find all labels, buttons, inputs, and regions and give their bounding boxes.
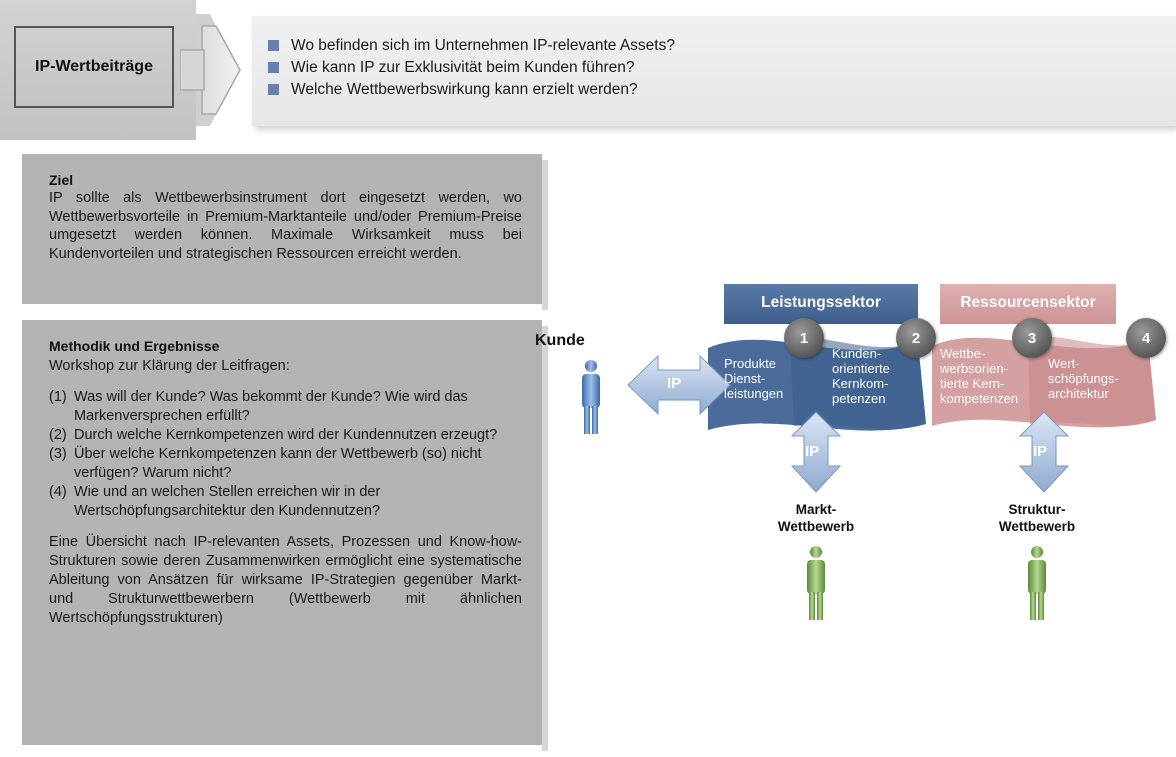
- kunde-person-icon: [582, 360, 600, 434]
- header-question-text: Wie kann IP zur Exklusivität beim Kunden…: [291, 58, 635, 76]
- cell-wertschoepfung: Wert- schöpfungs- architektur: [1048, 356, 1119, 401]
- markt-wettbewerb-label: Markt- Wettbewerb: [777, 502, 855, 534]
- cell-wettbewerbsorientierte: Wettbe- werbsorien- tierte Kern- kompete…: [940, 346, 1019, 406]
- question-text: Durch welche Kernkompetenzen wird der Ku…: [74, 427, 498, 443]
- struktur-wettbewerb-label: Struktur- Wettbewerb: [998, 502, 1076, 534]
- header-questions-list: Wo befinden sich im Unternehmen IP-relev…: [268, 34, 675, 100]
- diagram-shapes: [582, 284, 1156, 620]
- markt-ip-arrow: [790, 411, 842, 493]
- leistungssektor-label: Leistungssektor: [761, 294, 881, 311]
- question-number: (3): [49, 446, 67, 462]
- square-bullet-icon: [268, 83, 279, 95]
- struktur-ip-arrow: [1018, 411, 1070, 493]
- methodik-question-list: (1) Was will der Kunde? Was bekommt der K…: [49, 388, 522, 521]
- ressourcensektor-bar: [940, 284, 1116, 324]
- step-circle-1: 1: [784, 318, 824, 358]
- header-title-box: IP-Wertbeiträge: [0, 0, 196, 140]
- markt-person-icon: [807, 546, 825, 620]
- ressource-flag-shade: [1028, 336, 1156, 426]
- header-question-item: Wie kann IP zur Exklusivität beim Kunden…: [268, 56, 675, 78]
- header-question-text: Wo befinden sich im Unternehmen IP-relev…: [291, 36, 675, 54]
- kunde-ip-arrow: [627, 354, 731, 416]
- header-question-item: Wo befinden sich im Unternehmen IP-relev…: [268, 34, 675, 56]
- question-text: Wie und an welchen Stellen erreichen wir…: [74, 484, 381, 519]
- methodik-question: (1) Was will der Kunde? Was bekommt der K…: [49, 388, 522, 426]
- ziel-box: Ziel IP sollte als Wettbewerbsinstrument…: [22, 154, 548, 310]
- cell-produkte: Produkte Dienst- leistungen: [724, 356, 784, 401]
- methodik-box: Methodik und Ergebnisse Workshop zur Klä…: [22, 320, 548, 751]
- question-text: Was will der Kunde? Was bekommt der Kund…: [74, 389, 468, 424]
- methodik-intro: Workshop zur Klärung der Leitfragen:: [49, 358, 290, 374]
- value-chain-diagram: Leistungssektor Ressourcensektor 1 2 3 4…: [535, 260, 1176, 640]
- square-bullet-icon: [268, 39, 279, 51]
- kunde-ip-label: IP: [667, 375, 682, 392]
- ressourcensektor-label: Ressourcensektor: [960, 294, 1096, 311]
- methodik-question: (2) Durch welche Kernkompetenzen wird der…: [49, 426, 522, 445]
- question-number: (1): [49, 389, 67, 405]
- header-title: IP-Wertbeiträge: [14, 26, 174, 108]
- step-circle-3: 3: [1012, 318, 1052, 358]
- methodik-summary: Eine Übersicht nach IP-relevanten Assets…: [49, 534, 522, 626]
- markt-ip-label: IP: [805, 443, 820, 460]
- question-number: (2): [49, 427, 67, 443]
- ziel-text: IP sollte als Wettbewerbsinstrument dort…: [49, 190, 522, 262]
- header-question-text: Welche Wettbewerbswirkung kann erzielt w…: [291, 80, 638, 98]
- methodik-question: (4) Wie und an welchen Stellen erreichen …: [49, 483, 522, 521]
- cell-kundenorientierte: Kunden- orientierte Kernkom- petenzen: [832, 346, 890, 406]
- leistung-flag-shade: [790, 337, 926, 430]
- struktur-person-icon: [1028, 546, 1046, 620]
- header-questions-panel: [252, 16, 1176, 126]
- leistungssektor-bar: [724, 284, 918, 324]
- step-circle-2: 2: [896, 318, 936, 358]
- square-bullet-icon: [268, 61, 279, 73]
- step-circle-4: 4: [1126, 318, 1166, 358]
- methodik-heading: Methodik und Ergebnisse: [49, 338, 220, 354]
- kunde-label: Kunde: [535, 332, 585, 349]
- struktur-ip-label: IP: [1033, 443, 1048, 460]
- methodik-question: (3) Über welche Kernkompetenzen kann der …: [49, 445, 522, 483]
- question-text: Über welche Kernkompetenzen kann der Wet…: [74, 446, 482, 481]
- question-number: (4): [49, 484, 67, 500]
- ziel-heading: Ziel: [49, 172, 74, 188]
- header-chevron-arrow: [180, 14, 241, 126]
- header-question-item: Welche Wettbewerbswirkung kann erzielt w…: [268, 78, 675, 100]
